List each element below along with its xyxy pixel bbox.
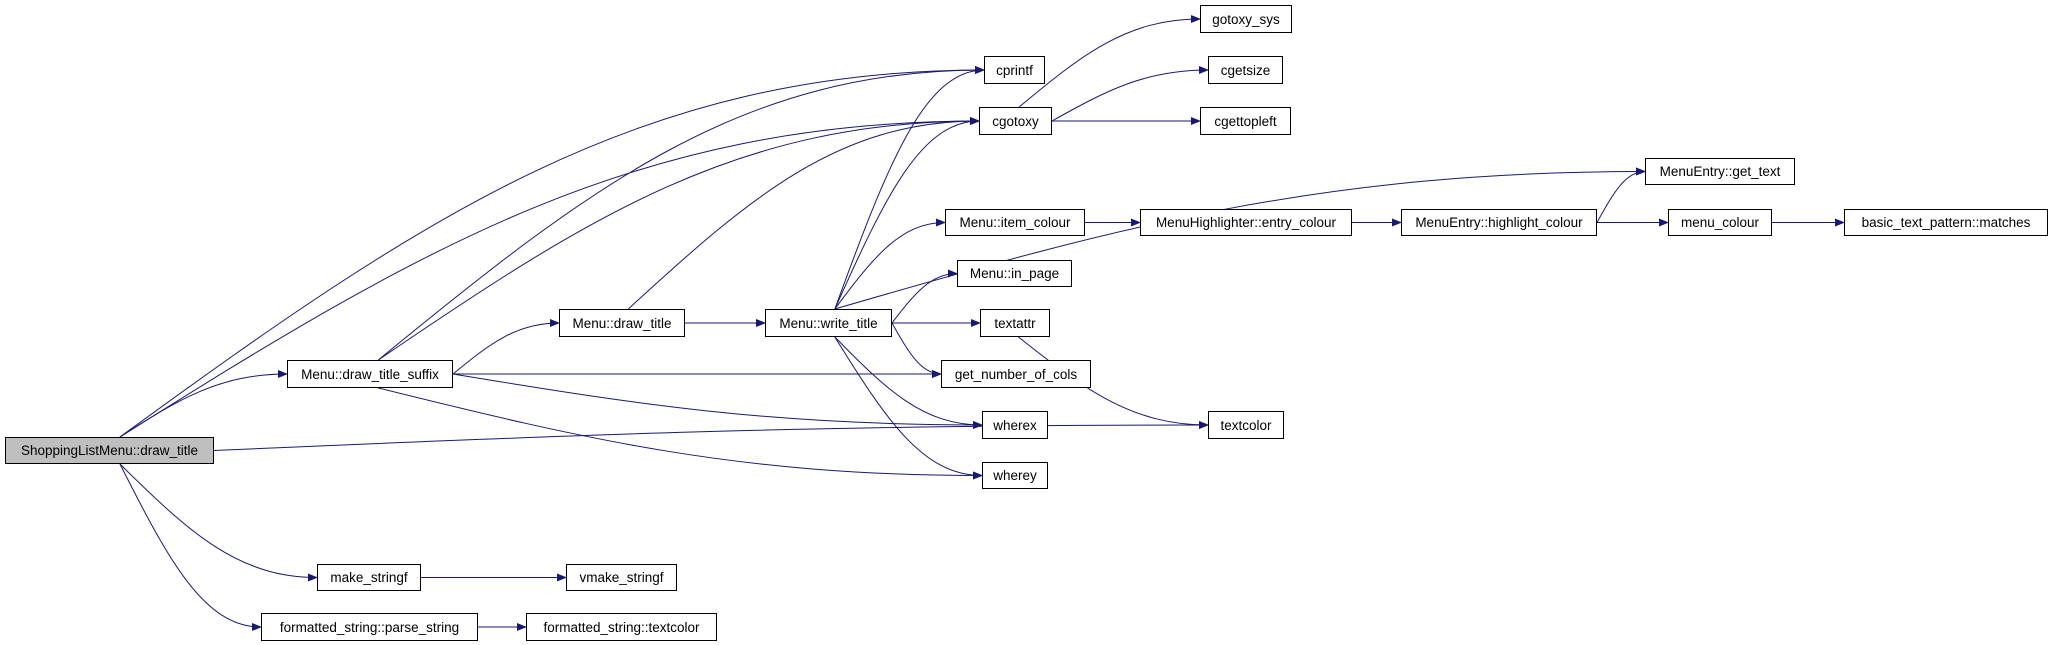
edge-draw-title-suffix-to-wherex (452, 373, 983, 429)
edge-cgotoxy-to-gotoxy-sys (1018, 15, 1201, 108)
edge-write-title-to-get-number-of-cols (891, 322, 942, 378)
graph-node-item-colour[interactable]: Menu::item_colour (945, 209, 1085, 236)
graph-node-textattr[interactable]: textattr (980, 309, 1050, 337)
graph-node-gotoxy-sys[interactable]: gotoxy_sys (1200, 5, 1292, 33)
edge-textattr-to-textcolor (1018, 336, 1209, 429)
graph-node-parse-string[interactable]: formatted_string::parse_string (261, 613, 478, 641)
graph-node-menu-colour[interactable]: menu_colour (1668, 209, 1772, 236)
graph-node-write-title[interactable]: Menu::write_title (765, 309, 892, 337)
graph-node-slm-draw-title[interactable]: ShoppingListMenu::draw_title (5, 437, 214, 464)
graph-node-wherey[interactable]: wherey (982, 462, 1048, 489)
edge-draw-title-suffix-to-wherey (378, 387, 983, 480)
graph-node-in-page[interactable]: Menu::in_page (957, 260, 1072, 287)
edge-slm-draw-title-to-draw-title-suffix (119, 370, 288, 438)
edge-slm-draw-title-to-textcolor (213, 421, 1209, 451)
graph-node-fs-textcolor[interactable]: formatted_string::textcolor (526, 613, 717, 641)
graph-node-highlight-colour[interactable]: MenuEntry::highlight_colour (1401, 209, 1597, 236)
graph-node-cgotoxy[interactable]: cgotoxy (979, 107, 1052, 135)
edge-cgotoxy-to-cgetsize (1051, 66, 1209, 122)
graph-node-vmake-stringf[interactable]: vmake_stringf (566, 564, 677, 591)
edge-write-title-to-cgotoxy (834, 117, 980, 310)
edge-slm-draw-title-to-parse-string (119, 463, 262, 631)
edge-slm-draw-title-to-make-stringf (119, 463, 318, 582)
graph-node-cprintf[interactable]: cprintf (984, 56, 1045, 84)
graph-node-make-stringf[interactable]: make_stringf (317, 564, 421, 591)
edge-write-title-to-wherex (834, 336, 983, 429)
graph-node-textcolor[interactable]: textcolor (1208, 411, 1284, 439)
edge-write-title-to-cprintf (834, 66, 985, 310)
edge-draw-title-suffix-to-cprintf (377, 66, 985, 361)
edge-menu-draw-title-to-cgotoxy (627, 117, 980, 310)
edge-draw-title-suffix-to-cgotoxy (378, 117, 980, 361)
graph-node-get-text[interactable]: MenuEntry::get_text (1645, 158, 1795, 185)
edge-write-title-to-in-page (891, 269, 958, 324)
graph-node-menu-draw-title[interactable]: Menu::draw_title (559, 309, 685, 337)
edge-write-title-to-get-text (834, 167, 1646, 310)
graph-node-cgetsize[interactable]: cgetsize (1208, 56, 1283, 84)
graph-node-draw-title-suffix[interactable]: Menu::draw_title_suffix (287, 360, 453, 388)
edge-draw-title-suffix-to-menu-draw-title (452, 319, 560, 375)
edge-write-title-to-wherey (834, 336, 983, 480)
edge-slm-draw-title-to-cprintf (119, 66, 985, 438)
graph-node-get-number-of-cols[interactable]: get_number_of_cols (941, 360, 1091, 388)
graph-node-wherex[interactable]: wherex (982, 411, 1048, 439)
edge-highlight-colour-to-get-text (1596, 167, 1646, 223)
graph-node-cgettopleft[interactable]: cgettopleft (1200, 107, 1291, 135)
graph-node-matches[interactable]: basic_text_pattern::matches (1844, 209, 2048, 236)
graph-node-entry-colour[interactable]: MenuHighlighter::entry_colour (1140, 209, 1352, 236)
edge-slm-draw-title-to-cgotoxy (119, 117, 980, 438)
edge-write-title-to-item-colour (834, 218, 946, 310)
